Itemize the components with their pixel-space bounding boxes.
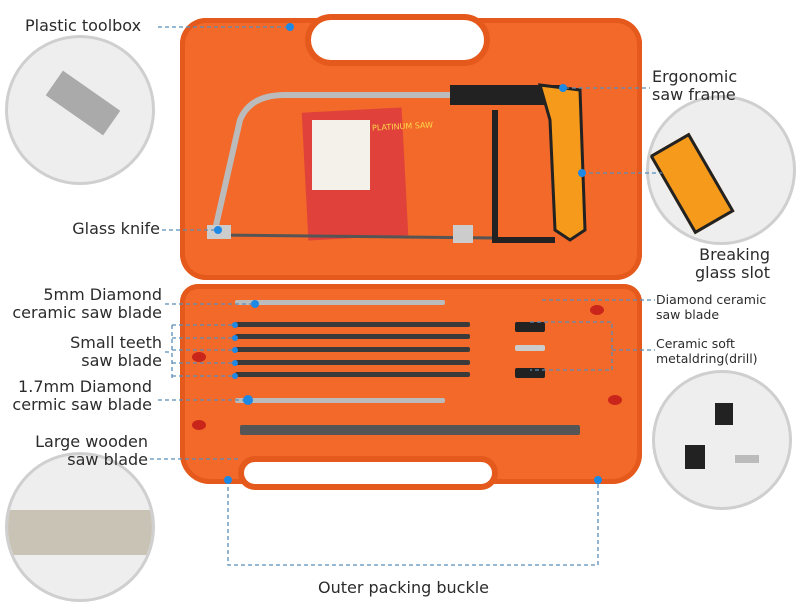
label-line: Diamond ceramic xyxy=(656,292,767,307)
saw-frame xyxy=(207,83,587,243)
blade-small-teeth-5 xyxy=(235,372,470,377)
case-hole xyxy=(192,420,206,430)
label-line: ceramic saw blade xyxy=(12,303,162,322)
inset-ceramic-parts-closeup xyxy=(652,370,792,510)
case-hole xyxy=(608,395,622,405)
wing-nut xyxy=(515,345,545,351)
label-line: 1.7mm Diamond xyxy=(18,377,152,396)
blade-small-teeth-1 xyxy=(235,322,470,327)
case-hole xyxy=(192,352,206,362)
label-outer-buckle: Outer packing buckle xyxy=(318,578,490,597)
inset-blade-closeup xyxy=(5,452,155,602)
inset-glass-knife-closeup xyxy=(5,35,155,185)
blade-large-wooden xyxy=(240,425,580,435)
blade-1-7mm-diamond xyxy=(235,398,445,403)
label-line: Ceramic soft xyxy=(656,336,735,351)
toolbox-base xyxy=(180,284,642,484)
blade-small-teeth-2 xyxy=(235,334,470,339)
label-plastic-toolbox: Plastic toolbox xyxy=(25,16,142,35)
ceramic-blade-holder-1 xyxy=(515,322,545,332)
blade-small-teeth-3 xyxy=(235,347,470,352)
label-line: Breaking xyxy=(699,245,770,264)
toolbox-bottom-handle xyxy=(238,456,498,490)
ceramic-blade-holder-2 xyxy=(515,368,545,378)
label-line: saw blade xyxy=(656,307,720,322)
label-line: metaldring(drill) xyxy=(656,351,758,366)
label-line: Small teeth xyxy=(70,333,162,352)
label-glass-knife: Glass knife xyxy=(72,219,160,238)
label-line: saw frame xyxy=(652,85,736,104)
case-hole xyxy=(590,305,604,315)
label-line: saw blade xyxy=(81,351,162,370)
toolbox-top-handle xyxy=(305,14,490,66)
product-card-image xyxy=(312,120,370,190)
blade-small-teeth-4 xyxy=(235,360,470,365)
label-line: Large wooden xyxy=(35,432,148,451)
blade-5mm-diamond xyxy=(235,300,445,305)
label-line: 5mm Diamond xyxy=(43,285,162,304)
label-line: Ergonomic xyxy=(652,67,738,86)
label-line: saw blade xyxy=(67,450,148,469)
label-line: cermic saw blade xyxy=(12,395,152,414)
inset-breaking-slot-closeup xyxy=(646,95,796,245)
label-line: glass slot xyxy=(694,263,770,282)
